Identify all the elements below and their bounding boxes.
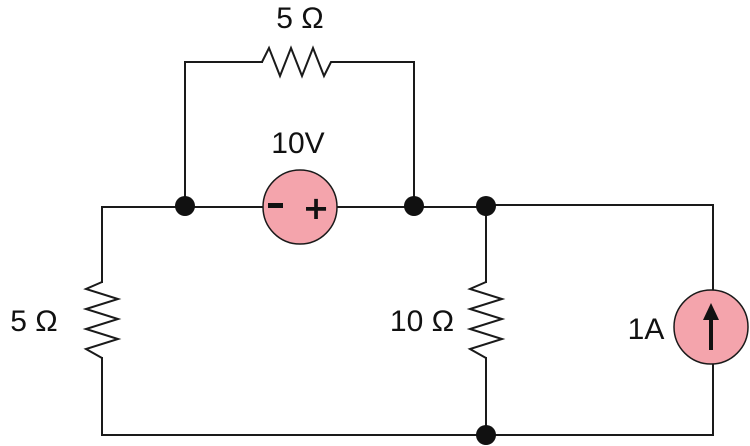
node-left-top bbox=[175, 196, 195, 216]
node-middle-bottom bbox=[476, 425, 496, 445]
wires bbox=[101, 61, 714, 436]
junction-nodes bbox=[175, 196, 496, 445]
node-right-top bbox=[404, 196, 424, 216]
left-resistor-label: 5 Ω bbox=[10, 305, 57, 338]
voltage-source-label: 10V bbox=[271, 127, 324, 160]
minus-icon bbox=[268, 203, 283, 208]
voltage-source-plus: + bbox=[303, 189, 330, 227]
current-source-label: 1A bbox=[628, 313, 665, 346]
middle-resistor bbox=[466, 281, 506, 359]
wire-top-loop-right bbox=[337, 61, 415, 206]
left-resistor bbox=[82, 281, 122, 359]
current-source bbox=[673, 289, 749, 365]
voltage-source: + bbox=[262, 169, 338, 245]
up-arrow-icon bbox=[703, 303, 719, 350]
middle-resistor-label: 10 Ω bbox=[390, 305, 454, 338]
top-resistor-label: 5 Ω bbox=[276, 2, 323, 35]
node-middle-top bbox=[476, 196, 496, 216]
wire-top-loop-left bbox=[184, 61, 263, 206]
top-resistor bbox=[261, 45, 338, 79]
